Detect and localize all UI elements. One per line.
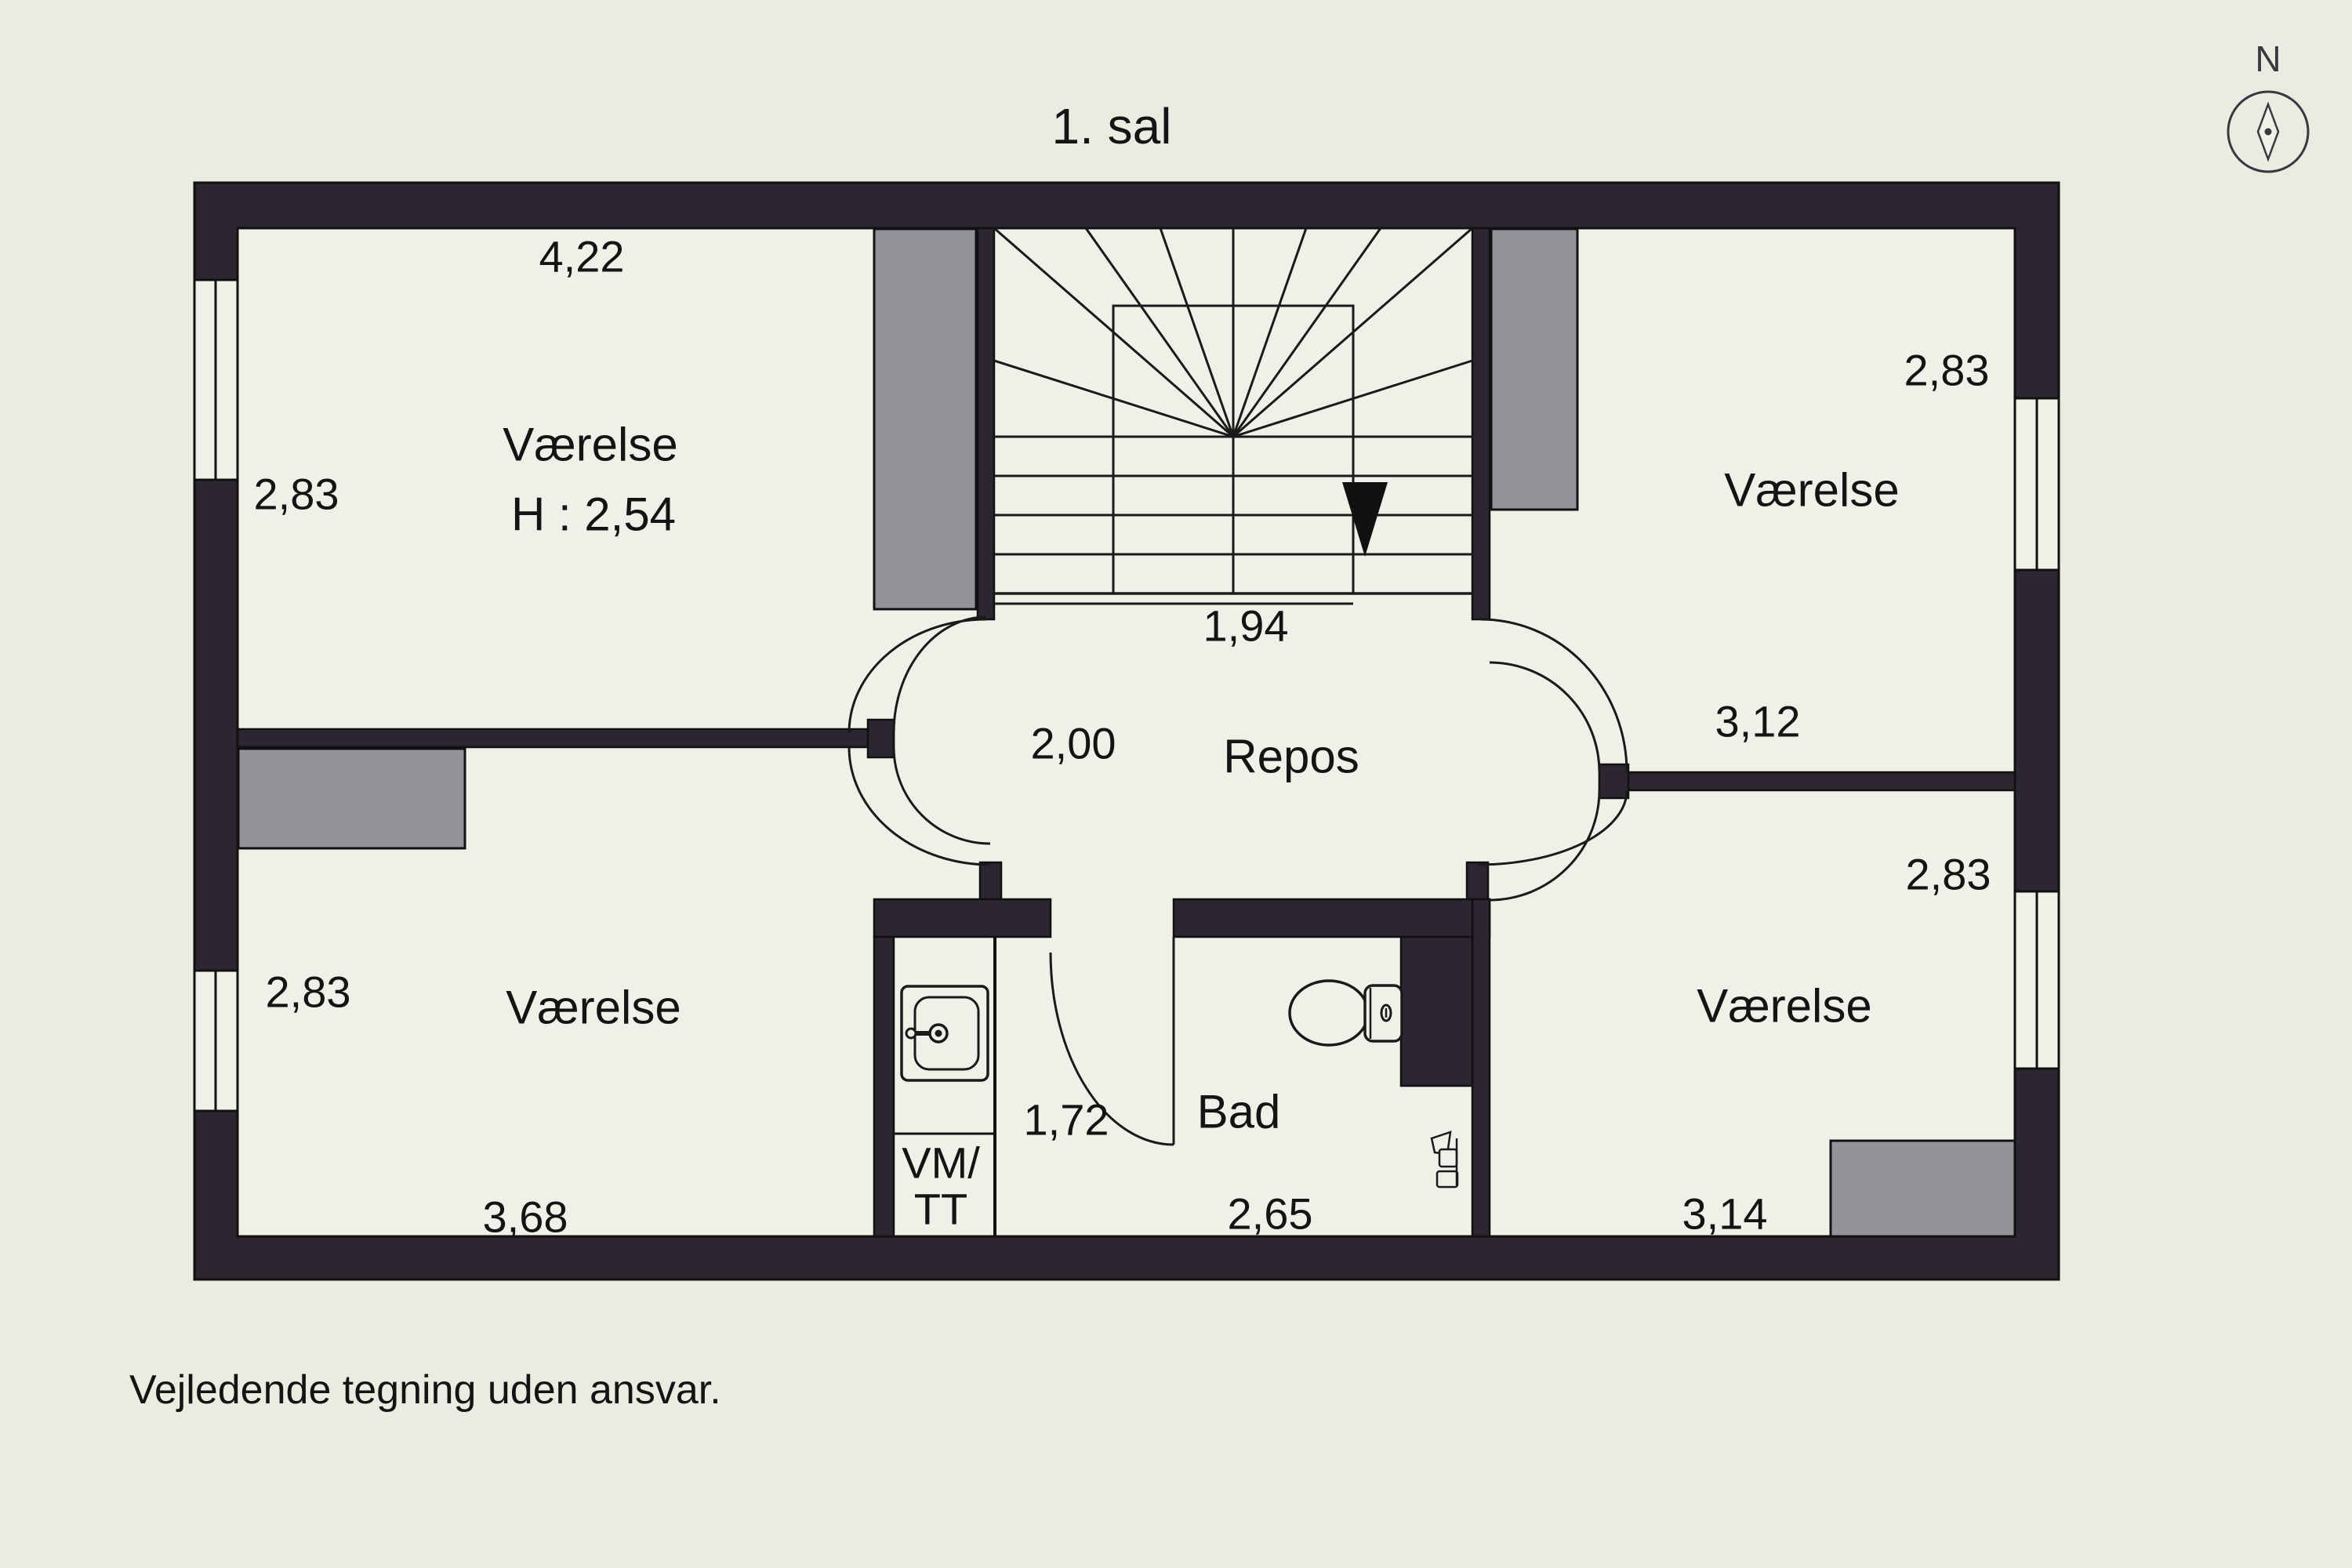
- shower-valve-icon: [1430, 1131, 1459, 1189]
- stair-winder-line: [1232, 227, 1308, 437]
- wall-bath-right: [1471, 898, 1491, 1238]
- wall-right-rooms-divider: [1598, 771, 2016, 792]
- dim-top-left-width: 4,22: [539, 232, 625, 281]
- wall-landing-jamb-right: [1465, 861, 1490, 901]
- room-label-bottom-left: Værelse: [506, 982, 681, 1034]
- wall-bath-top-right: [1172, 898, 1491, 938]
- dim-bottom-right-depth: 2,83: [1906, 850, 1991, 899]
- stair-winder-line: [1232, 227, 1382, 437]
- stair-direction-arrow: [1342, 482, 1388, 557]
- wall-stairwell-left: [976, 227, 996, 621]
- toilet-flush-button: [1380, 1004, 1392, 1022]
- compass-icon: [2227, 90, 2310, 173]
- room-label-bottom-right: Værelse: [1697, 980, 1871, 1033]
- wall-bath-duct: [1399, 935, 1474, 1087]
- door-arc-bottom-right-room: [1489, 789, 1601, 902]
- room-label-landing: Repos: [1223, 731, 1359, 783]
- ceiling-height-label: H : 2,54: [511, 488, 676, 541]
- closet-bottom-left-room: [237, 747, 466, 850]
- room-label-utility-line2: TT: [914, 1185, 967, 1234]
- toilet-tank: [1363, 984, 1403, 1043]
- closet-top-right-room: [1490, 227, 1579, 511]
- stair-winder-line: [1232, 227, 1473, 438]
- wall-landing-jamb-left: [978, 861, 1003, 901]
- valve-base: [1436, 1170, 1459, 1189]
- disclaimer-text: Vejledende tegning uden ansvar.: [129, 1367, 721, 1413]
- door-arc-top-left-room: [892, 615, 987, 734]
- closet-bottom-right-room: [1829, 1139, 2016, 1238]
- stair-winder-line: [1084, 227, 1235, 437]
- door-swings: [848, 615, 1628, 1146]
- compass-north-label: N: [2255, 38, 2281, 79]
- room-label-top-left: Værelse: [503, 419, 677, 471]
- bath-door-arc: [1049, 952, 1174, 1146]
- door-arc-top-right-room: [1489, 661, 1601, 773]
- dim-top-right-depth: 2,83: [1904, 346, 1990, 395]
- window-top-left: [193, 278, 239, 481]
- landing-arc-bottom-right: [1477, 789, 1628, 866]
- toilet-icon: [1288, 979, 1403, 1047]
- sink-drain-inner: [935, 1029, 942, 1037]
- wall-right-door-jamb: [1598, 763, 1630, 800]
- window-bottom-right: [2013, 890, 2060, 1070]
- stair-winder-line: [1232, 359, 1473, 438]
- room-label-utility-line1: VM/: [902, 1138, 980, 1188]
- interior-walls: [236, 227, 2016, 1238]
- closet-top-left-room: [873, 227, 978, 611]
- dim-bath-entry: 1,72: [1024, 1095, 1109, 1145]
- dim-bottom-left-depth: 2,83: [266, 967, 351, 1017]
- floor-title: 1. sal: [1052, 98, 1172, 154]
- compass-center-dot: [2264, 128, 2272, 136]
- staircase: [993, 227, 1473, 605]
- stair-winder-line: [993, 227, 1234, 438]
- room-label-bath: Bad: [1197, 1086, 1281, 1138]
- compass-circle: [2227, 90, 2310, 173]
- dim-top-left-depth: 2,83: [254, 470, 339, 519]
- stair-winder-line: [993, 359, 1234, 438]
- wall-utility-left: [873, 935, 895, 1238]
- wall-left-door-jamb: [866, 718, 895, 759]
- dim-bottom-right-width: 3,14: [1682, 1189, 1768, 1239]
- door-arc-bottom-left-room: [892, 746, 991, 845]
- dim-landing-left: 2,00: [1031, 719, 1116, 768]
- gray-fixtures: [237, 227, 2016, 1238]
- landing-arc-top-right: [1480, 618, 1628, 773]
- window-bottom-left: [193, 969, 239, 1112]
- dim-bath-width: 2,65: [1228, 1189, 1313, 1239]
- window-top-right: [2013, 397, 2060, 572]
- valve-body: [1438, 1148, 1458, 1168]
- stair-winder-fan: [993, 227, 1473, 438]
- wall-bath-top-left: [873, 898, 1052, 938]
- dim-stair-width: 1,94: [1203, 601, 1289, 651]
- dim-bottom-left-width: 3,68: [483, 1192, 568, 1242]
- windows: [193, 278, 2060, 1112]
- toilet-bowl: [1288, 979, 1370, 1047]
- room-label-top-right: Værelse: [1724, 464, 1899, 517]
- dim-top-right-width: 3,12: [1715, 697, 1801, 746]
- landing-arc-bottom-left: [848, 746, 991, 866]
- sink-faucet-base: [905, 1027, 917, 1040]
- stair-winder-line: [1159, 227, 1235, 437]
- utility-sink-icon: [900, 985, 989, 1082]
- wall-left-rooms-divider: [236, 728, 895, 749]
- wall-stairwell-right: [1471, 227, 1491, 621]
